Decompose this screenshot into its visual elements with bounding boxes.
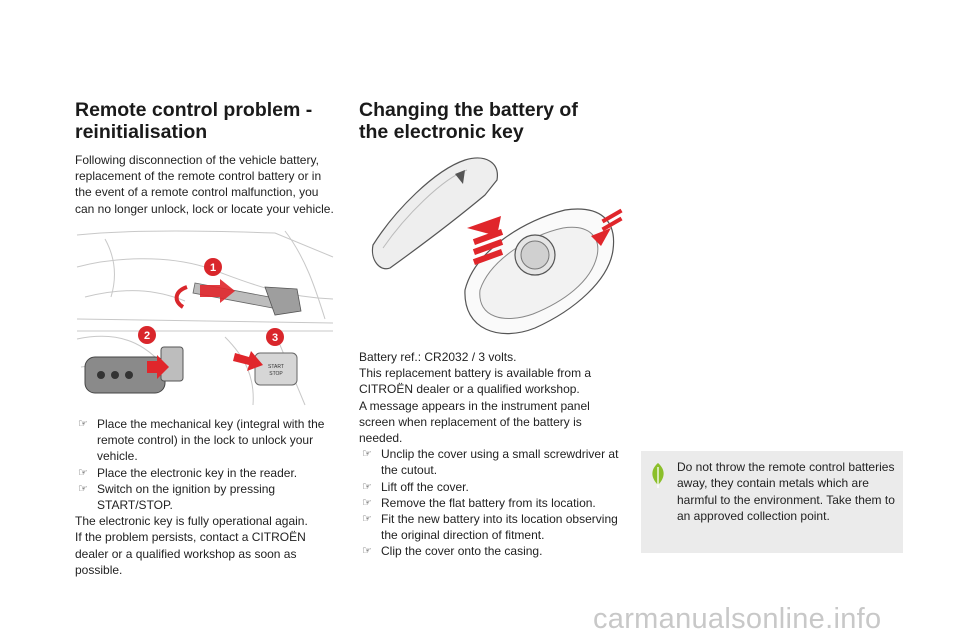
leaf-icon [649, 461, 667, 494]
list-item: ☞Place the mechanical key (integral with… [78, 417, 325, 464]
key-casing-drawing [371, 157, 623, 335]
remote-in-reader-drawing [84, 346, 184, 394]
list-item: ☞Clip the cover onto the casing. [362, 544, 543, 559]
list-item: ☞Place the electronic key in the reader. [78, 465, 298, 480]
callout-2: 2 [138, 326, 156, 344]
finger-pointer-icon: ☞ [362, 513, 372, 526]
watermark: carmanualsonline.info [593, 603, 882, 635]
battery-illustration [365, 150, 627, 350]
list-item: ☞Unclip the cover using a small screwdri… [362, 447, 619, 478]
outro-line-2: If the problem persists, contact a CITRO… [75, 530, 306, 577]
unclip-arrow [591, 208, 623, 246]
finger-pointer-icon: ☞ [362, 448, 372, 461]
finger-pointer-icon: ☞ [78, 482, 88, 495]
battery-availability: This replacement battery is available fr… [359, 366, 592, 397]
finger-pointer-icon: ☞ [362, 545, 372, 558]
right-column: Changing the battery of the electronic k… [359, 99, 621, 143]
finger-pointer-icon: ☞ [362, 480, 372, 493]
callout-1: 1 [204, 258, 222, 276]
section-title-reinitialisation: Remote control problem - reinitialisatio… [75, 99, 313, 143]
svg-text:STOP: STOP [269, 371, 283, 377]
intro-paragraph: Following disconnection of the vehicle b… [75, 153, 334, 216]
left-instructions: ☞Place the mechanical key (integral with… [75, 416, 337, 578]
finger-pointer-icon: ☞ [78, 466, 88, 479]
note-text: Do not throw the remote control batterie… [677, 460, 895, 524]
mechanical-key-drawing [174, 282, 302, 316]
start-stop-button-drawing: START STOP [254, 352, 298, 386]
svg-text:1: 1 [210, 262, 216, 274]
section-title-battery: Changing the battery of the electronic k… [359, 99, 578, 143]
callout-3: 3 [266, 328, 284, 346]
car-door-key-drawing: START STOP 1 2 3 [76, 230, 334, 406]
lift-arrow [467, 216, 504, 265]
finger-pointer-icon: ☞ [362, 496, 372, 509]
left-column: Remote control problem - reinitialisatio… [75, 99, 337, 217]
svg-text:2: 2 [144, 330, 150, 342]
list-item: ☞Switch on the ignition by pressing STAR… [78, 481, 276, 513]
finger-pointer-icon: ☞ [78, 418, 88, 430]
right-instructions: Battery ref.: CR2032 / 3 volts. This rep… [359, 349, 621, 560]
reinit-illustration: START STOP 1 2 3 [75, 227, 335, 407]
battery-ref: Battery ref.: CR2032 / 3 volts. [359, 350, 517, 364]
battery-message: A message appears in the instrument pane… [359, 398, 590, 446]
svg-text:3: 3 [272, 332, 278, 344]
list-item: ☞Lift off the cover. [362, 479, 469, 494]
environment-note: Do not throw the remote control batterie… [641, 451, 903, 553]
svg-text:START: START [268, 364, 284, 370]
list-item: ☞Fit the new battery into its location o… [362, 512, 618, 543]
list-item: ☞Remove the flat battery from its locati… [362, 495, 596, 510]
outro-line-1: The electronic key is fully operational … [75, 514, 308, 529]
